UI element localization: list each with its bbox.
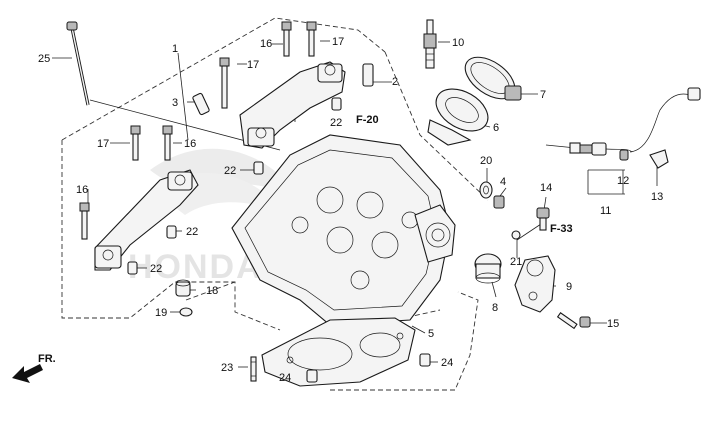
callout-23: 23 <box>221 362 233 374</box>
callout-1: 1 <box>172 43 178 55</box>
part-9-housing <box>514 255 556 313</box>
callout-16-left: 16 <box>184 138 196 150</box>
callout-15: 15 <box>607 318 619 330</box>
callout-13: 13 <box>651 191 663 203</box>
callout-6: 6 <box>493 122 499 134</box>
callout-16-top: 16 <box>260 38 272 50</box>
part-22-dowel-d <box>127 261 138 275</box>
callout-17-left: 17 <box>97 138 109 150</box>
callout-2: 2 <box>392 76 398 88</box>
part-6-insulator <box>427 88 489 146</box>
camshaft-holder-upper <box>239 61 346 149</box>
part-21-plug <box>511 230 521 240</box>
callout-12: 12 <box>617 175 629 187</box>
callout-22-mid: 22 <box>224 165 236 177</box>
part-22-dowel-a <box>253 161 264 175</box>
part-2-dowel <box>362 63 374 87</box>
part-11-sensor-assembly <box>569 87 701 169</box>
part-22-dowel-c <box>166 225 177 239</box>
callout-21: 21 <box>510 256 522 268</box>
part-24-dowel-b <box>419 353 431 367</box>
part-8-thermostat <box>474 253 502 284</box>
callout-24-left: 24 <box>279 372 291 384</box>
part-17-bolt-left <box>130 125 141 161</box>
part-16-bolt-lower <box>79 202 90 240</box>
front-direction-label: FR. <box>38 353 56 365</box>
honda-watermark-text: HONDA <box>128 248 263 286</box>
callout-4: 4 <box>500 176 506 188</box>
part-10-spark-plug <box>423 19 437 69</box>
callout-22-left: 22 <box>186 226 198 238</box>
callout-17-top: 17 <box>332 36 344 48</box>
callout-10: 10 <box>452 37 464 49</box>
callout-25: 25 <box>38 53 50 65</box>
part-16-bolt-left <box>162 125 173 161</box>
callout-17-mid: 17 <box>247 59 259 71</box>
part-18-nut <box>175 279 191 297</box>
cylinder-head <box>231 134 456 326</box>
ref-f33: F-33 <box>550 223 573 235</box>
part-24-dowel-a <box>306 369 318 383</box>
callout-22-lower: 22 <box>150 263 162 275</box>
part-4-bolt <box>493 195 505 209</box>
part-17-bolt-top <box>306 21 317 57</box>
camshaft-holder-lower <box>94 169 199 271</box>
callout-20: 20 <box>480 155 492 167</box>
callout-9: 9 <box>566 281 572 293</box>
callout-16-lower: 16 <box>76 184 88 196</box>
callout-22-top: 22 <box>330 117 342 129</box>
callout-14: 14 <box>540 182 552 194</box>
callout-19: 19 <box>155 307 167 319</box>
part-7-clamp <box>464 56 522 101</box>
part-5-gasket <box>261 317 416 387</box>
part-14-sensor <box>536 207 550 231</box>
callout-24-right: 24 <box>441 357 453 369</box>
part-25-stud <box>66 21 90 106</box>
front-arrow-icon: FR. <box>12 353 56 383</box>
part-22-dowel-b <box>331 97 342 111</box>
part-16-bolt-top <box>281 21 292 57</box>
part-23-stud <box>250 356 257 382</box>
ref-f20: F-20 <box>356 114 379 126</box>
callout-labels: 1 2 3 4 5 6 7 8 9 10 11 12 13 14 15 16 1… <box>38 36 663 384</box>
part-19-washer <box>179 307 193 317</box>
callout-18: 18 <box>206 285 218 297</box>
part-3-dowel <box>192 92 210 116</box>
callout-11: 11 <box>600 205 611 217</box>
part-15-bolt <box>556 312 591 330</box>
callout-3: 3 <box>172 97 178 109</box>
callout-5: 5 <box>428 328 434 340</box>
part-20-washer <box>479 181 493 199</box>
callout-7: 7 <box>540 89 546 101</box>
part-17-bolt-mid <box>219 57 230 109</box>
callout-8: 8 <box>492 302 498 314</box>
